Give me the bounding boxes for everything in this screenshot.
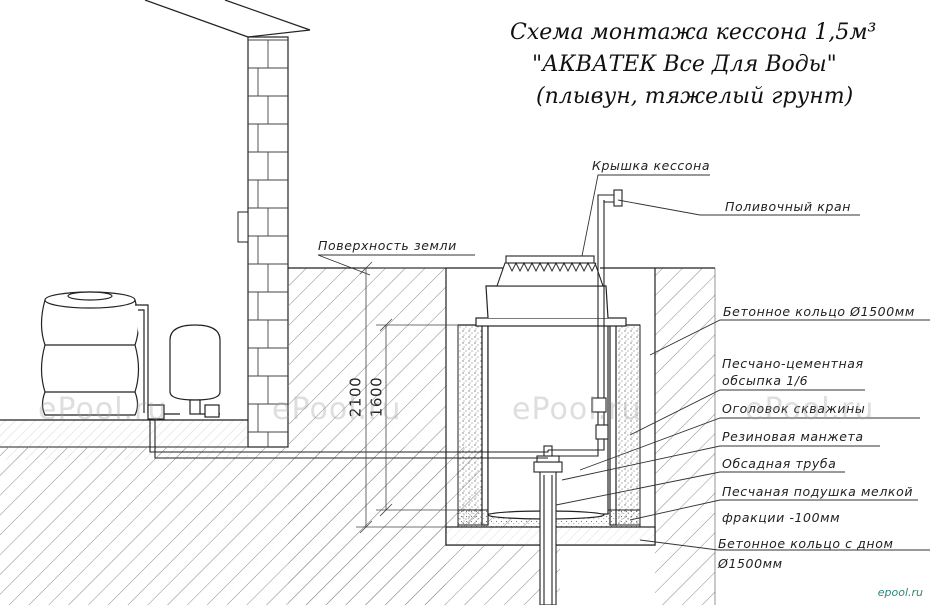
dimension-lines — [356, 261, 458, 534]
water-pipe — [149, 189, 623, 459]
label-concrete-ring: Бетонное кольцо Ø1500мм — [723, 304, 915, 319]
label-garden-tap: Поливочный кран — [725, 199, 852, 214]
storage-tank — [40, 291, 149, 416]
title-line-2: "АКВАТЕК Все Для Воды" — [532, 52, 837, 77]
expansion-tank — [147, 324, 221, 421]
label-sand-cement-2: обсыпка 1/6 — [722, 373, 809, 388]
watermark: ePool.ru — [512, 392, 642, 427]
label-ring-bottom-2: Ø1500мм — [718, 556, 783, 571]
brand-logo: epool.ru — [877, 586, 923, 599]
label-caisson-lid: Крышка кессона — [592, 158, 711, 173]
label-ring-bottom-1: Бетонное кольцо с дном — [718, 536, 894, 551]
house-roof — [144, 0, 311, 38]
watermark: ePool.ru — [745, 392, 875, 427]
caisson-body — [475, 285, 627, 520]
title-line-1: Схема монтажа кессона 1,5м³ — [510, 20, 877, 45]
watermark: ePool.ru — [272, 392, 402, 427]
label-rubber-cuff: Резиновая манжета — [722, 429, 864, 444]
label-well-head: Оголовок скважины — [722, 401, 866, 416]
leader-lines — [317, 174, 930, 551]
caisson-lid — [496, 255, 604, 287]
label-sand-cushion-2: фракции -100мм — [722, 510, 841, 525]
label-ground-surface: Поверхность земли — [318, 238, 457, 253]
label-sand-cushion-1: Песчаная подушка мелкой — [722, 484, 914, 499]
label-casing-pipe: Обсадная труба — [722, 456, 837, 471]
title-line-3: (плывун, тяжелый грунт) — [536, 84, 854, 109]
brick-wall — [237, 36, 289, 448]
label-sand-cement-1: Песчано-цементная — [722, 356, 864, 371]
watermark: ePool.ru — [38, 392, 168, 427]
soil-right — [600, 267, 716, 605]
